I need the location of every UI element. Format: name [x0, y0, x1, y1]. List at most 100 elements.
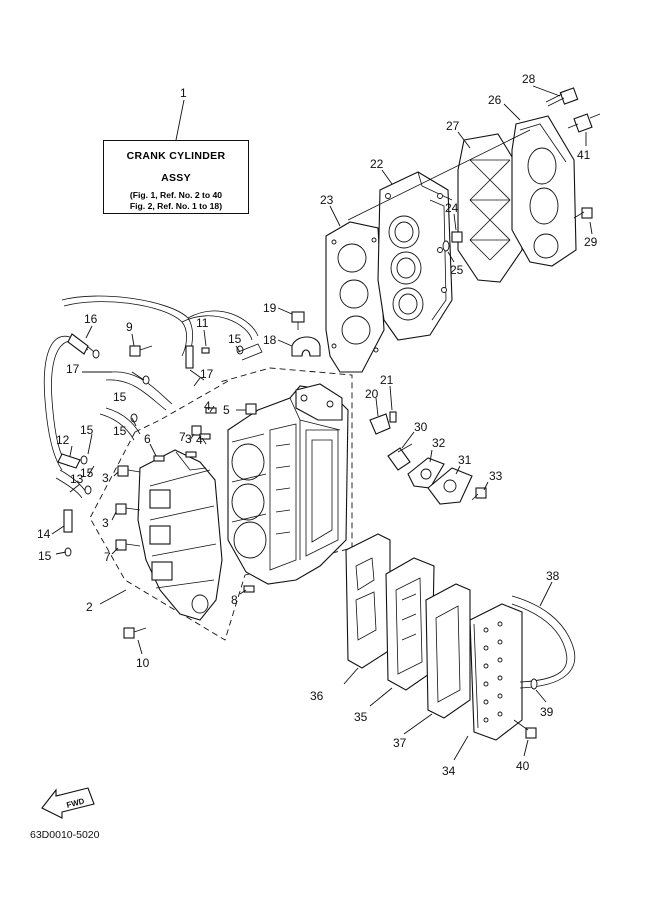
callout-6: 6: [144, 432, 151, 446]
callout-40: 40: [516, 759, 530, 773]
callout-35: 35: [354, 710, 368, 724]
outer-cover-34: [453, 603, 523, 761]
bolt-19: [277, 307, 305, 330]
callout-41: 41: [577, 148, 591, 162]
callout-numbers: 1 2 3 3 3 4 4 5 6 7 7 8 9 10 11 12 13 14…: [37, 72, 598, 778]
svg-text:FWD: FWD: [66, 797, 86, 810]
callout-16: 16: [84, 312, 98, 326]
callout-29: 29: [584, 235, 598, 249]
label-ref-line2: Fig. 2, Ref. No. 1 to 18): [129, 201, 223, 211]
assembly-label-box: CRANK CYLINDER ASSY (Fig. 1, Ref. No. 2 …: [103, 140, 249, 214]
leader-1: [175, 99, 185, 141]
diagram-code: 63D0010-5020: [30, 829, 100, 841]
alignment-line-upper: [347, 129, 531, 221]
leader-23: [329, 205, 341, 227]
callout-15e: 15: [80, 466, 94, 480]
bolt-40: [513, 719, 537, 757]
callout-15d: 15: [80, 423, 94, 437]
bolt-29: [573, 207, 593, 235]
head-cover-26: [511, 115, 577, 267]
callout-4b: 4: [196, 433, 203, 447]
callout-28: 28: [522, 72, 536, 86]
callout-22: 22: [370, 157, 384, 171]
gasket-37: [403, 583, 471, 735]
callout-18: 18: [263, 333, 277, 347]
callout-27: 27: [446, 119, 460, 133]
callout-26: 26: [488, 93, 502, 107]
screw-21: [389, 385, 397, 423]
anode-30: [387, 431, 415, 471]
bolt-7: [115, 425, 202, 551]
hose-38: [511, 581, 576, 689]
callout-15c: 15: [113, 424, 127, 438]
callout-17b: 17: [200, 367, 214, 381]
callout-15b: 15: [113, 390, 127, 404]
callout-4a: 4: [204, 399, 211, 413]
callout-20: 20: [365, 387, 379, 401]
callout-3b: 3: [102, 516, 109, 530]
callout-15f: 15: [38, 549, 52, 563]
callout-12: 12: [56, 433, 70, 447]
callout-14: 14: [37, 527, 51, 541]
fwd-arrow: FWD: [41, 787, 95, 819]
callout-8: 8: [231, 593, 238, 607]
clip-39: [530, 678, 547, 703]
cover-31: [427, 465, 473, 505]
bolt-9: [129, 333, 153, 357]
callout-7a: 7: [179, 430, 186, 444]
gasket-36: [343, 533, 391, 685]
callout-3a: 3: [102, 471, 109, 485]
callout-21: 21: [380, 373, 394, 387]
callout-19: 19: [263, 301, 277, 315]
callout-13: 13: [70, 472, 84, 486]
callout-33: 33: [489, 469, 503, 483]
hose-11: [185, 345, 194, 369]
leaders-left: [51, 325, 247, 605]
callout-34: 34: [442, 764, 456, 778]
gasket-32: [407, 449, 445, 489]
callout-3c: 3: [185, 432, 192, 446]
callout-24: 24: [445, 201, 459, 215]
label-ref-line1: (Fig. 1, Ref. No. 2 to 40: [129, 190, 223, 200]
callout-7b: 7: [104, 550, 111, 564]
leader-27: [457, 131, 471, 149]
thermoswitch-41: [567, 113, 601, 146]
plug-24: [451, 213, 463, 243]
leader-22: [381, 169, 393, 185]
callout-25: 25: [450, 263, 464, 277]
bolt-33: [471, 481, 489, 501]
hose-12: [57, 453, 81, 469]
callout-32: 32: [432, 436, 446, 450]
bracket-20: [369, 397, 391, 435]
callout-23: 23: [320, 193, 334, 207]
callout-10: 10: [136, 656, 150, 670]
callout-37: 37: [393, 736, 407, 750]
bolt-5: [236, 403, 257, 415]
leader-26: [503, 103, 521, 121]
callout-17a: 17: [66, 362, 80, 376]
callout-1: 1: [180, 86, 187, 100]
callout-31: 31: [458, 453, 472, 467]
callout-2: 2: [86, 600, 93, 614]
clamp-18: [277, 336, 321, 357]
bolt-3: [115, 465, 141, 515]
callout-11: 11: [196, 316, 209, 330]
head-gasket-23: [325, 221, 385, 373]
label-title-line1: CRANK CYLINDER: [126, 150, 226, 162]
head-cover-gasket-27: [457, 133, 523, 283]
callout-36: 36: [310, 689, 324, 703]
hose-16: [67, 333, 89, 355]
label-title-line2: ASSY: [161, 172, 191, 184]
hose-14: [63, 509, 73, 533]
callout-39: 39: [540, 705, 554, 719]
callout-38: 38: [546, 569, 560, 583]
callout-5: 5: [223, 403, 230, 417]
callout-15a: 15: [228, 332, 242, 346]
bolt-10: [123, 627, 147, 655]
cylinder-block: [227, 383, 349, 585]
callout-9: 9: [126, 320, 133, 334]
callout-30: 30: [414, 420, 428, 434]
washer-25: [442, 240, 455, 263]
cylinder-head-22: [377, 171, 453, 341]
